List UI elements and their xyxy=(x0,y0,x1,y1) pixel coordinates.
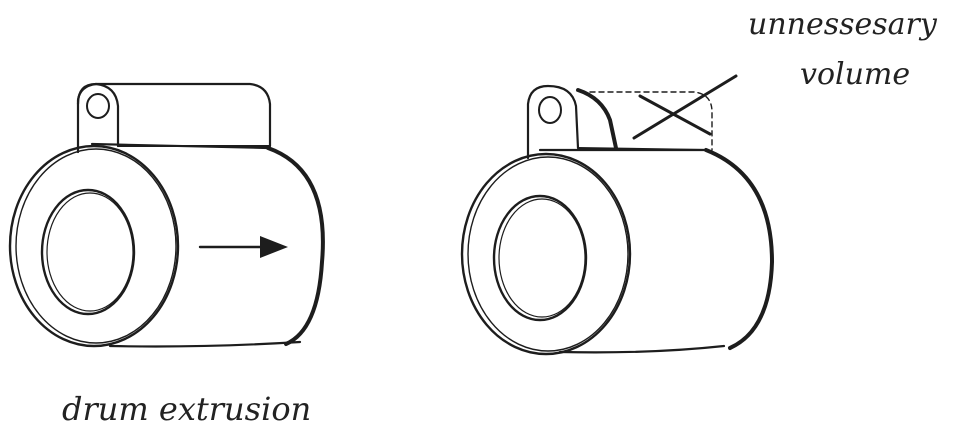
right-drum-bottom-edge xyxy=(560,346,724,352)
left-drum-inner-hole xyxy=(42,190,134,314)
right-lug-hole xyxy=(539,97,561,123)
right-lug-ear-thick xyxy=(578,90,616,148)
right-drum-inner-hole xyxy=(494,196,586,320)
right-drum-back-curve xyxy=(706,150,772,348)
right-note-line1: unnessesary xyxy=(748,7,938,42)
right-drum-front-outer xyxy=(462,154,630,354)
left-drum-bottom-edge xyxy=(110,342,300,347)
right-drum-inner-hole-echo xyxy=(499,199,585,317)
left-drum-front-outer xyxy=(10,146,178,346)
right-note-line2: volume xyxy=(800,57,910,92)
left-lug-hole xyxy=(87,94,109,118)
right-sketch-trimmed-drum xyxy=(462,76,772,354)
left-lug-body xyxy=(78,84,270,152)
arrow-right-icon xyxy=(200,236,288,258)
x-mark-icon xyxy=(634,76,736,138)
right-drum-front-outer-echo xyxy=(468,157,628,351)
left-caption: drum extrusion xyxy=(62,390,311,428)
left-drum-inner-hole-echo xyxy=(47,193,133,311)
left-sketch-drum-extrusion xyxy=(10,84,323,347)
